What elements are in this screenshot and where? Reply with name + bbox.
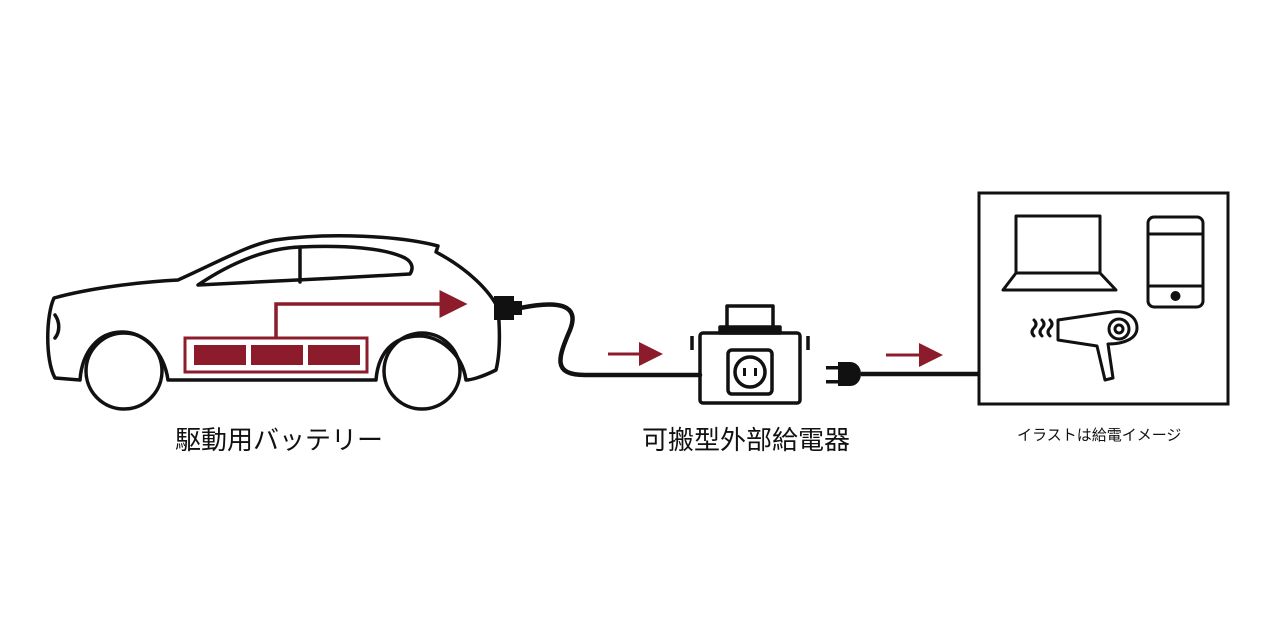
car-icon <box>46 234 502 411</box>
battery-pack-icon <box>183 336 369 374</box>
car-rear-wheel <box>382 331 462 411</box>
charger-label: 可搬型外部給電器 <box>642 426 851 456</box>
hair-dryer-icon <box>1030 310 1139 382</box>
battery-output-arrow <box>274 290 468 338</box>
car-window <box>196 244 414 287</box>
smartphone-icon <box>1146 215 1205 309</box>
charger-handle <box>725 304 775 330</box>
battery-cell <box>308 345 360 365</box>
car-headlight <box>53 313 61 340</box>
car-front-wheel <box>84 331 164 411</box>
cable-car-to-charger <box>517 302 703 378</box>
car-connector-icon <box>494 296 522 320</box>
battery-label: 駆動用バッテリー <box>175 426 384 456</box>
portable-charger-icon <box>690 304 810 405</box>
charger-outlet <box>726 348 774 396</box>
laptop-icon <box>1001 214 1118 292</box>
illustration-note: イラストは給電イメージ <box>1017 426 1182 444</box>
battery-cell <box>251 345 303 365</box>
battery-cell <box>194 345 246 365</box>
charger-body <box>698 331 802 405</box>
plug-icon <box>826 362 861 386</box>
